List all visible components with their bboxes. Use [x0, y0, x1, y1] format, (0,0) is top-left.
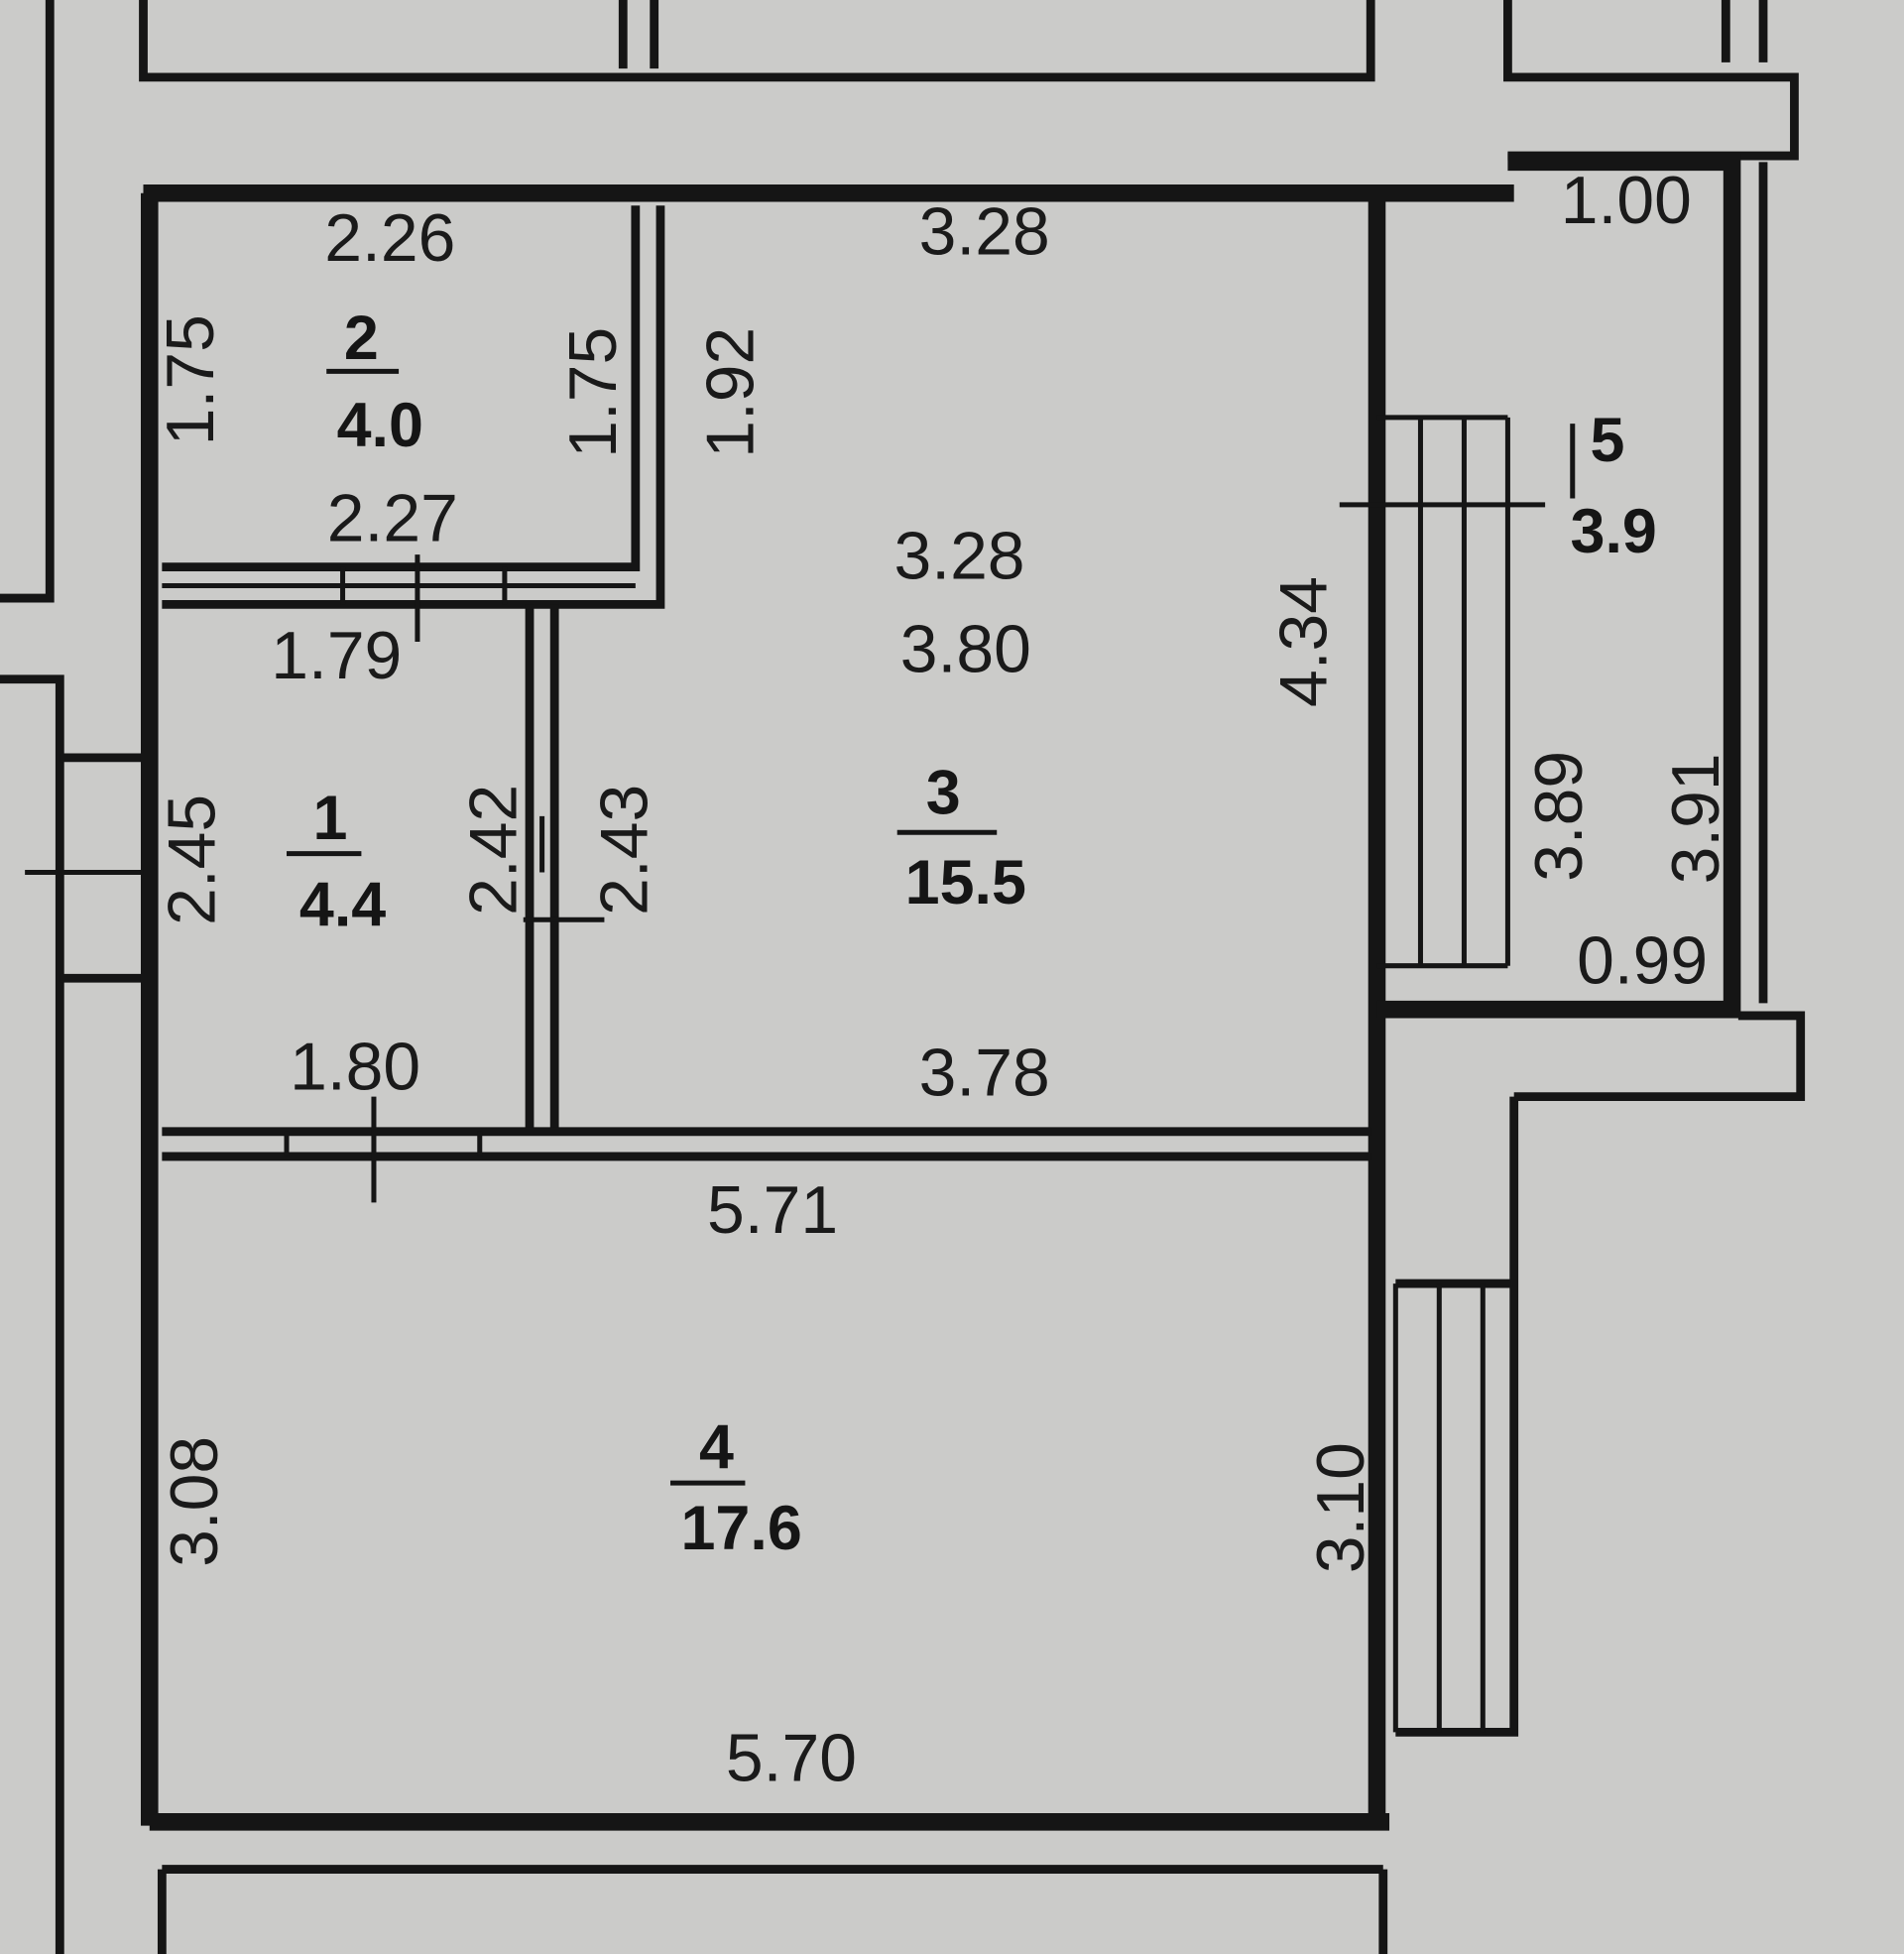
room-area: 3.9 [1571, 497, 1657, 566]
dim-label: 3.28 [919, 195, 1050, 270]
apartment-walls [25, 153, 1768, 1831]
room-number: 5 [1590, 406, 1624, 475]
dim-label: 1.80 [290, 1030, 420, 1104]
dim-label: 3.28 [894, 519, 1025, 593]
room-1: 1 4.4 [287, 784, 386, 940]
dim-label: 1.79 [271, 619, 402, 693]
dim-label: 5.70 [726, 1722, 857, 1796]
dim-label: 1.75 [556, 327, 631, 458]
dim-label: 4.34 [1266, 576, 1341, 707]
dim-label: 3.91 [1659, 753, 1733, 884]
room-number: 2 [344, 304, 379, 373]
dim-label: 2.26 [324, 201, 455, 276]
dim-label: 3.89 [1522, 751, 1597, 882]
dim-label: 5.71 [707, 1173, 838, 1248]
room-number: 4 [699, 1412, 734, 1482]
room-area: 17.6 [681, 1494, 802, 1563]
dim-label: 3.80 [900, 613, 1031, 687]
dim-label: 2.42 [457, 785, 532, 916]
room-5: 5 3.9 [1570, 406, 1657, 566]
room-number: 3 [926, 759, 961, 828]
room-area: 4.0 [337, 391, 423, 460]
dim-label: 0.99 [1577, 924, 1708, 999]
dim-label: 2.43 [587, 785, 661, 916]
dimension-labels: 2.26 1.75 1.75 2.27 1.92 3.28 3.28 3.80 … [154, 164, 1733, 1795]
dim-label: 1.00 [1561, 164, 1692, 238]
room-number: 1 [313, 784, 348, 853]
room-3: 3 15.5 [896, 759, 1026, 917]
dim-label: 2.27 [327, 482, 458, 556]
dim-label: 2.45 [155, 794, 229, 925]
room-2: 2 4.0 [326, 304, 423, 460]
dim-label: 1.92 [693, 327, 768, 458]
dim-label: 3.10 [1304, 1442, 1378, 1573]
dim-label: 1.75 [154, 314, 228, 445]
dim-label: 3.78 [919, 1037, 1050, 1111]
dim-label: 3.08 [158, 1436, 232, 1567]
room-4: 4 17.6 [670, 1412, 802, 1563]
room-area: 15.5 [905, 848, 1026, 917]
room-area: 4.4 [299, 871, 386, 940]
neighbor-walls [0, 0, 1806, 1954]
